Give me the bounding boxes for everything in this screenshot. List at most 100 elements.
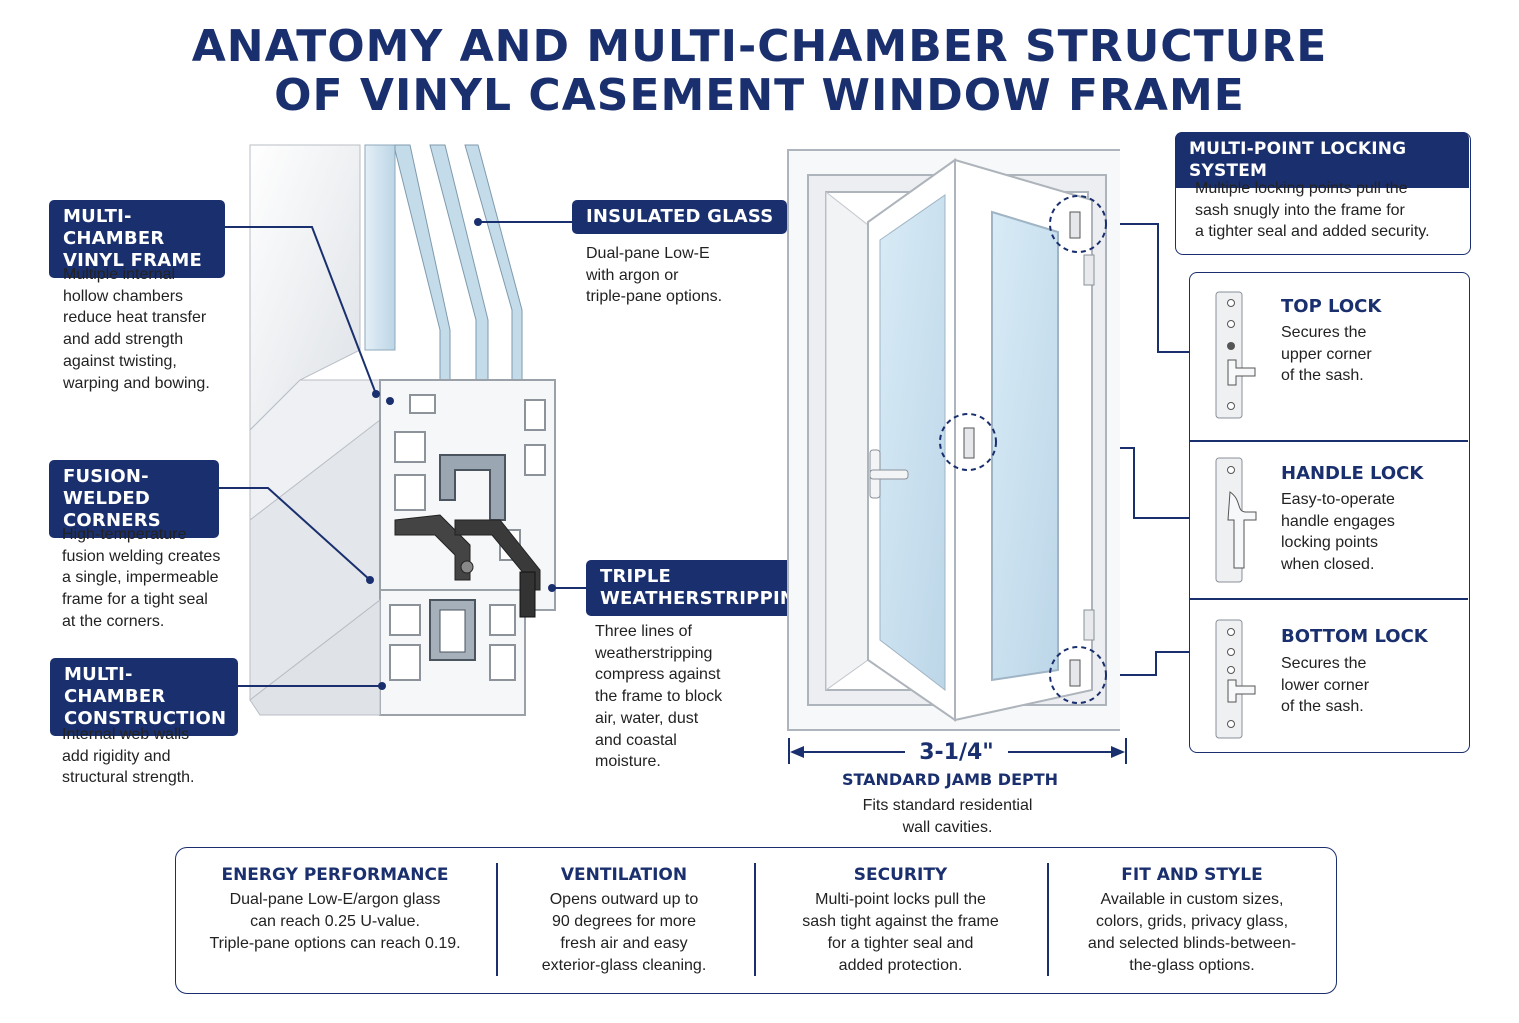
callout-fusion-welded-label: FUSION-WELDED CORNERS bbox=[49, 460, 219, 538]
handle-lock-hardware-icon bbox=[1215, 457, 1257, 583]
text-line: add rigidity and bbox=[62, 747, 171, 765]
text-line: Secures the bbox=[1281, 324, 1367, 341]
features-panel bbox=[175, 847, 1337, 994]
text-line: Internal web walls bbox=[62, 726, 190, 743]
feature-fit-and-style: FIT AND STYLE Available in custom sizes,… bbox=[1052, 865, 1332, 977]
text-line: compress against bbox=[595, 666, 721, 684]
top-lock-name: TOP LOCK bbox=[1281, 296, 1382, 317]
callout-weatherstripping-text: Three lines of weatherstripping compress… bbox=[595, 621, 722, 773]
feature-ventilation: VENTILATION Opens outward up to 90 degre… bbox=[500, 865, 748, 977]
text-line: Secures the bbox=[1281, 655, 1367, 672]
text-line: Multiple internal bbox=[63, 266, 176, 283]
text-line: upper corner bbox=[1281, 345, 1372, 363]
text-line: of the sash. bbox=[1281, 698, 1364, 716]
text-line: added protection. bbox=[838, 957, 963, 974]
feature-heading: ENERGY PERFORMANCE bbox=[221, 865, 449, 885]
callout-insulated-glass-text: Dual-pane Low-E with argon or triple-pan… bbox=[586, 243, 722, 308]
text-line: with argon or bbox=[586, 266, 679, 284]
text-line: sash tight against the frame bbox=[802, 913, 999, 930]
text-line: structural strength. bbox=[62, 769, 195, 787]
text-line: Available in custom sizes, bbox=[1100, 891, 1284, 908]
divider bbox=[496, 863, 498, 976]
feature-heading: SECURITY bbox=[853, 865, 948, 885]
text-line: of the sash. bbox=[1281, 367, 1364, 385]
bottom-lock-hardware-icon bbox=[1215, 619, 1256, 739]
feature-text: Opens outward up to 90 degrees for more … bbox=[500, 889, 748, 977]
text-line: weatherstripping bbox=[595, 644, 713, 662]
divider bbox=[1190, 598, 1468, 600]
text-line: Easy-to-operate bbox=[1281, 491, 1395, 508]
handle-lock-name: HANDLE LOCK bbox=[1281, 463, 1424, 484]
bottom-lock-name: BOTTOM LOCK bbox=[1281, 626, 1428, 647]
text-line: when closed. bbox=[1281, 556, 1375, 574]
top-lock-hardware-icon bbox=[1215, 291, 1256, 419]
callout-multi-chamber-construction-label: MULTI-CHAMBER CONSTRUCTION bbox=[50, 658, 238, 736]
text-line: frame for a tight seal bbox=[62, 591, 208, 609]
label-line: TRIPLE bbox=[600, 566, 671, 587]
text-line: for a tighter seal and bbox=[827, 935, 974, 952]
text-line: triple-pane options. bbox=[586, 288, 723, 306]
feature-heading: VENTILATION bbox=[560, 865, 688, 885]
feature-text: Multi-point locks pull the sash tight ag… bbox=[758, 889, 1043, 977]
text-line: the-glass options. bbox=[1129, 957, 1255, 974]
divider bbox=[1047, 863, 1049, 976]
text-line: against twisting, bbox=[63, 352, 177, 370]
frame-cross-section-illustration bbox=[249, 144, 556, 716]
text-line: at the corners. bbox=[62, 612, 165, 630]
feature-text: Dual-pane Low-E/argon glass can reach 0.… bbox=[180, 889, 490, 955]
locking-system-text: Multiple locking points pull the sash sn… bbox=[1195, 178, 1430, 243]
top-lock-text: Secures the upper corner of the sash. bbox=[1281, 322, 1372, 387]
text-line: wall cavities. bbox=[902, 818, 993, 836]
text-line: can reach 0.25 U-value. bbox=[250, 913, 420, 930]
handle-lock-text: Easy-to-operate handle engages locking p… bbox=[1281, 489, 1395, 576]
feature-energy-performance: ENERGY PERFORMANCE Dual-pane Low-E/argon… bbox=[180, 865, 490, 955]
text-line: hollow chambers bbox=[63, 287, 184, 305]
callout-fusion-welded-text: High-temperature fusion welding creates … bbox=[62, 524, 220, 633]
page-title-line1: ANATOMY AND MULTI-CHAMBER STRUCTURE bbox=[191, 21, 1328, 72]
label-line: FUSION-WELDED bbox=[63, 466, 150, 509]
text-line: exterior-glass cleaning. bbox=[541, 957, 707, 974]
lock-hardware-icons bbox=[1215, 291, 1257, 739]
feature-heading: FIT AND STYLE bbox=[1121, 865, 1263, 885]
page-title-line2: OF VINYL CASEMENT WINDOW FRAME bbox=[274, 70, 1245, 121]
label-line: VINYL FRAME bbox=[63, 250, 202, 271]
casement-window-illustration bbox=[787, 149, 1120, 731]
label-line: WEATHERSTRIPPING bbox=[600, 588, 811, 609]
text-line: Triple-pane options can reach 0.19. bbox=[209, 935, 461, 952]
callout-weatherstripping-label: TRIPLE WEATHERSTRIPPING bbox=[586, 560, 825, 616]
text-line: and coastal bbox=[595, 731, 677, 749]
text-line: sash snugly into the frame for bbox=[1195, 201, 1405, 219]
text-line: reduce heat transfer bbox=[63, 309, 207, 327]
label-line: MULTI-CHAMBER bbox=[64, 664, 166, 707]
text-line: handle engages bbox=[1281, 512, 1395, 530]
jamb-depth-label: STANDARD JAMB DEPTH bbox=[841, 770, 1059, 789]
text-line: 90 degrees for more bbox=[551, 913, 697, 930]
text-line: and add strength bbox=[63, 331, 184, 349]
label-line: CONSTRUCTION bbox=[64, 708, 227, 729]
label-line: MULTI-CHAMBER bbox=[63, 206, 165, 249]
jamb-depth-value: 3-1/4" bbox=[919, 740, 994, 765]
callout-multi-chamber-frame-text: Multiple internal hollow chambers reduce… bbox=[63, 264, 210, 394]
jamb-depth-dimension-line bbox=[788, 738, 1127, 764]
text-line: Three lines of bbox=[595, 623, 692, 640]
text-line: Multiple locking points pull the bbox=[1195, 180, 1408, 197]
text-line: Dual-pane Low-E/argon glass bbox=[229, 891, 441, 908]
text-line: fresh air and easy bbox=[560, 935, 688, 952]
text-line: Fits standard residential bbox=[862, 797, 1033, 814]
text-line: lower corner bbox=[1281, 676, 1370, 694]
text-line: locking points bbox=[1281, 534, 1378, 552]
callout-multi-chamber-construction-text: Internal web walls add rigidity and stru… bbox=[62, 724, 195, 789]
text-line: fusion welding creates bbox=[62, 547, 221, 565]
bottom-lock-text: Secures the lower corner of the sash. bbox=[1281, 653, 1369, 718]
text-line: moisture. bbox=[595, 753, 661, 771]
callout-insulated-glass-label: INSULATED GLASS bbox=[572, 200, 788, 234]
divider bbox=[1190, 440, 1468, 442]
callout-multi-chamber-frame-label: MULTI-CHAMBER VINYL FRAME bbox=[49, 200, 225, 278]
text-line: a single, impermeable bbox=[62, 569, 219, 587]
text-line: High-temperature bbox=[62, 526, 187, 543]
text-line: warping and bowing. bbox=[63, 374, 210, 392]
text-line: air, water, dust bbox=[595, 709, 699, 727]
locking-system-label: MULTI-POINT LOCKING SYSTEM bbox=[1175, 132, 1469, 188]
text-line: Dual-pane Low-E bbox=[586, 245, 710, 262]
text-line: colors, grids, privacy glass, bbox=[1095, 913, 1289, 930]
